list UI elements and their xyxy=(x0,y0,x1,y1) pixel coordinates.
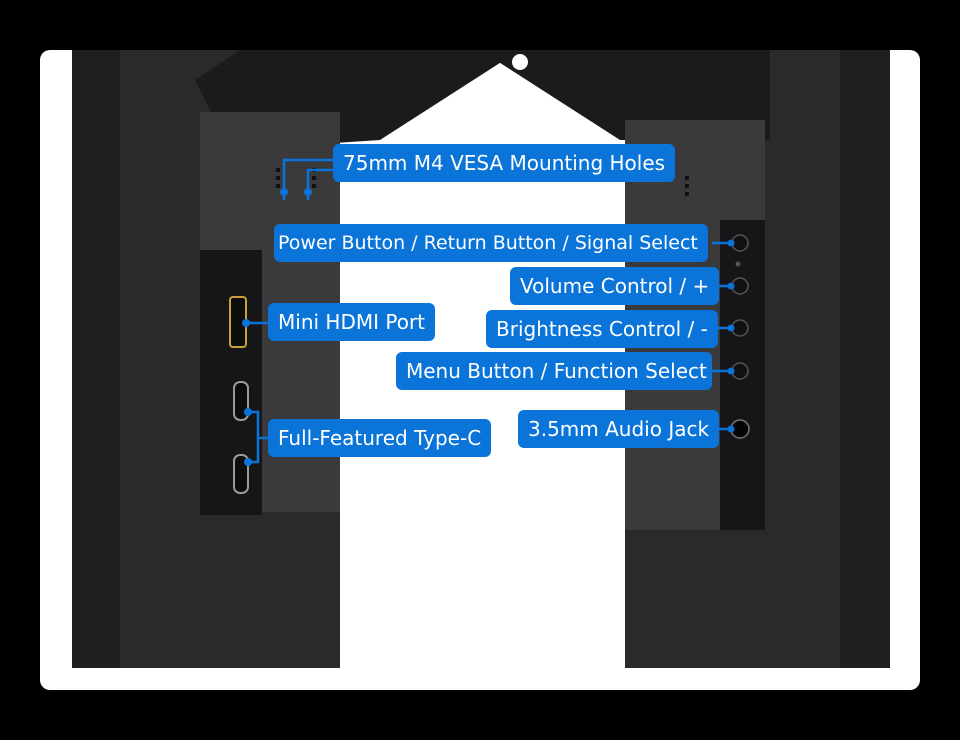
audio-jack-label: 3.5mm Audio Jack xyxy=(518,410,720,448)
menu-button-label: Menu Button / Function Select xyxy=(396,352,712,390)
mini-hdmi-label: Mini HDMI Port xyxy=(268,303,436,341)
vesa-label: 75mm M4 VESA Mounting Holes xyxy=(333,144,676,182)
type-c-port-2-icon xyxy=(233,454,249,494)
stand-hinge xyxy=(512,54,528,70)
stand-arm-right xyxy=(480,50,770,140)
type-c-label: Full-Featured Type-C xyxy=(268,419,492,457)
volume-control-label: Volume Control / + xyxy=(510,267,720,305)
power-button-label: Power Button / Return Button / Signal Se… xyxy=(274,224,708,262)
brightness-control-label: Brightness Control / - xyxy=(486,310,718,348)
